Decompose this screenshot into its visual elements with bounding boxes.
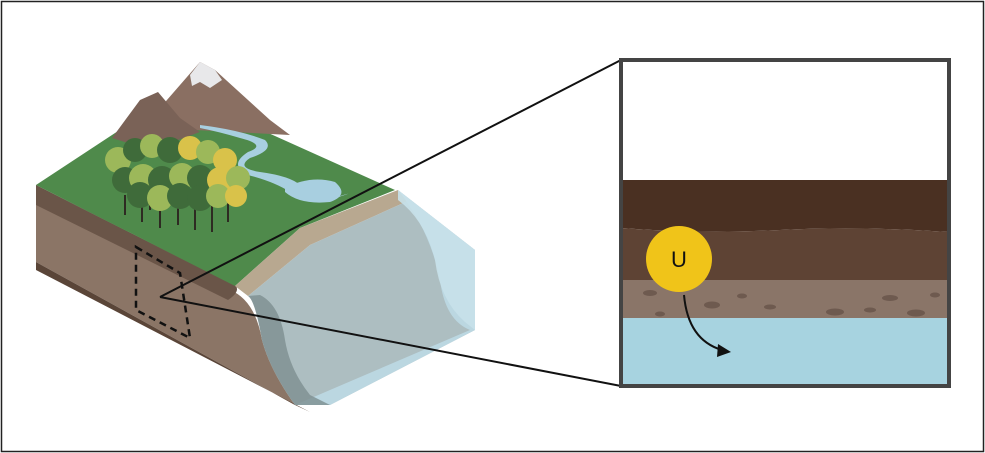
beach-strip [235, 190, 410, 296]
inset-groundwater-layer [621, 318, 949, 386]
inset-sky [621, 60, 949, 180]
inset-panel: U [619, 58, 951, 388]
inset-dark-soil-layer [621, 180, 949, 232]
soil-upper-band [36, 185, 237, 300]
inset-frame [619, 58, 951, 388]
uranium-label: U [671, 247, 687, 272]
landscape-block [36, 62, 475, 412]
sea-right-face [398, 190, 475, 330]
migration-arrow [683, 294, 723, 351]
zoom-line-bottom [159, 296, 622, 387]
river-mouth [285, 179, 342, 203]
migration-arrowhead [717, 344, 731, 357]
mountain-front [112, 92, 200, 150]
forest [105, 134, 250, 232]
sample-region-dashed [134, 244, 192, 341]
sea-top [248, 190, 475, 405]
inset-gravel-stones [643, 290, 940, 317]
uranium-marker [646, 226, 712, 292]
seabed-slope [248, 295, 330, 405]
zoom-line-top [159, 59, 622, 298]
mountain-snow [190, 62, 222, 88]
